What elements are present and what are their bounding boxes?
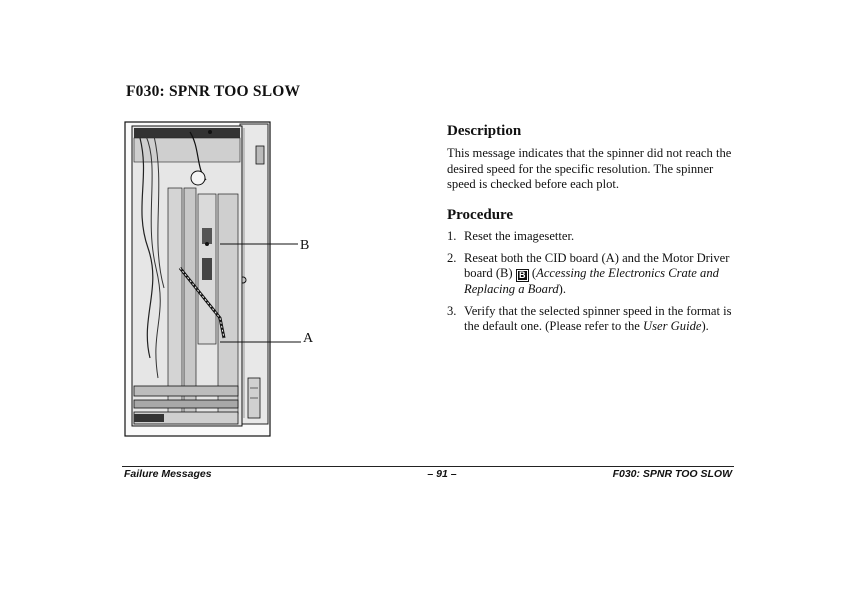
callout-b-label: B: [300, 238, 310, 253]
page-title: F030: SPNR TOO SLOW: [126, 83, 301, 100]
step-number: 3.: [447, 303, 457, 318]
user-guide-reference[interactable]: User Guide: [643, 319, 702, 333]
procedure-step: 1. Reset the imagesetter.: [447, 229, 737, 245]
step-number: 2.: [447, 250, 457, 265]
cross-reference-link[interactable]: Accessing the Electronics Crate and Repl…: [464, 266, 719, 296]
footer-section-title: Failure Messages: [124, 468, 212, 480]
procedure-steps: 1. Reset the imagesetter. 2. Reseat both…: [447, 229, 737, 341]
callout-a-label: A: [303, 331, 314, 346]
step-number: 1.: [447, 229, 457, 243]
procedure-step: 2. Reseat both the CID board (A) and the…: [447, 251, 737, 298]
ref-close: ).: [558, 282, 567, 296]
electronics-crate-illustration: [120, 118, 330, 440]
ref-open: (: [528, 266, 537, 280]
footer-page-title: F030: SPNR TOO SLOW: [612, 468, 732, 480]
footer-divider: [122, 466, 734, 467]
step-text: Reset the imagesetter.: [464, 229, 575, 243]
footer-page-number: – 91 –: [427, 468, 457, 480]
procedure-heading: Procedure: [447, 207, 514, 223]
cross-reference-icon: B: [515, 269, 529, 282]
description-text: This message indicates that the spinner …: [447, 146, 732, 191]
step-text: Verify that the selected spinner speed i…: [464, 303, 732, 334]
step-text: Reseat both the CID board (A) and the Mo…: [464, 250, 730, 281]
procedure-step: 3. Verify that the selected spinner spee…: [447, 304, 737, 335]
ref-close: ).: [701, 319, 709, 333]
description-heading: Description: [447, 123, 522, 139]
